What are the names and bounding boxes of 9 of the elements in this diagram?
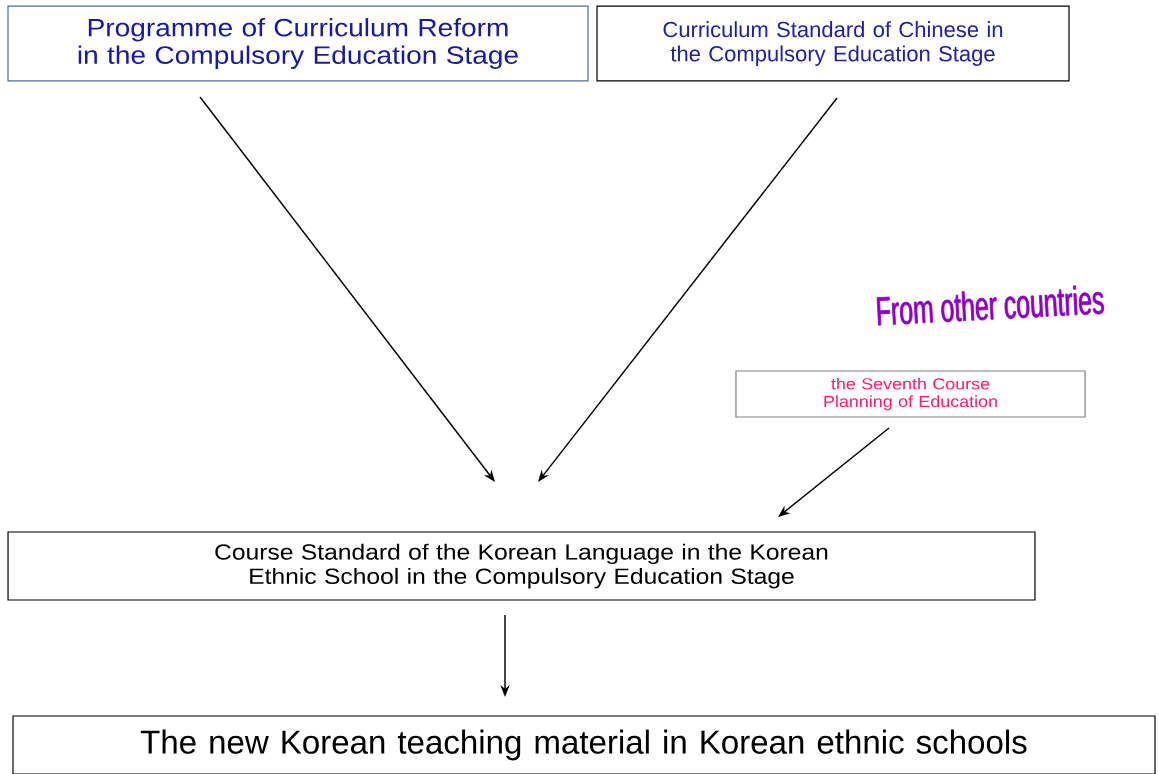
arrow	[538, 97, 838, 482]
text-box: Programme of Curriculum Reform in the Compulsory Education Stage	[7, 5, 589, 82]
text-box: Curriculum Standard of Chinese in the Compulsory Education Stage	[596, 5, 1070, 82]
wordart-title: From other countries	[876, 285, 1104, 326]
text-box: The new Korean teaching material in Korean ethnic schools	[12, 715, 1156, 774]
arrow	[199, 96, 495, 482]
text-box: Course Standard of the Korean Language in the Korean Ethnic School in the Compulsory Education Stage	[7, 531, 1036, 601]
text-box: the Seventh Course Planning of Education	[735, 370, 1086, 418]
arrow	[778, 427, 890, 517]
